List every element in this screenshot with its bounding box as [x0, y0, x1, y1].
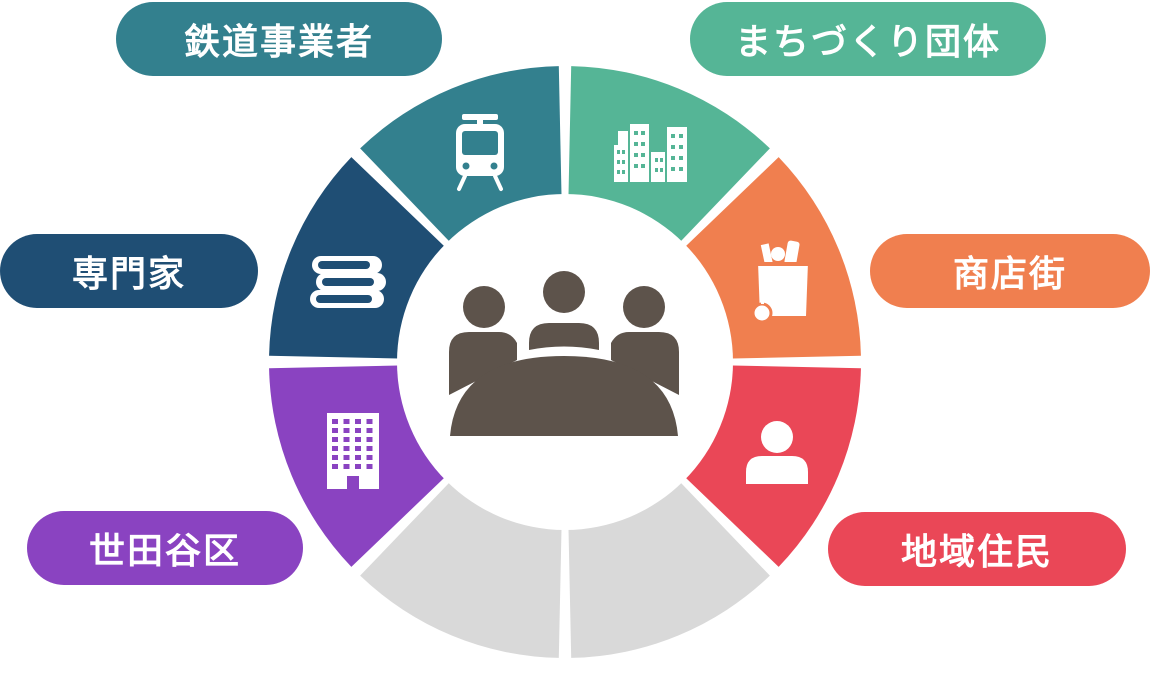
label-shopping-street-text: 商店街: [952, 254, 1067, 295]
office-window: [366, 446, 373, 451]
buildings-icon: [614, 124, 687, 182]
label-experts: 専門家: [0, 234, 258, 308]
label-railway-operators: 鉄道事業者: [116, 2, 442, 76]
office-window: [366, 455, 373, 460]
books-icon: [310, 256, 386, 308]
label-railway-operators-text: 鉄道事業者: [183, 22, 374, 63]
office-window: [355, 437, 361, 442]
office-window: [343, 437, 350, 442]
office-window: [343, 455, 350, 460]
office-window: [343, 446, 350, 451]
office-window: [332, 464, 338, 469]
office-window: [343, 419, 350, 424]
label-setagaya-ward-text: 世田谷区: [88, 531, 241, 572]
label-local-residents: 地域住民: [828, 512, 1126, 586]
office-window: [332, 419, 338, 424]
grocery-bag-icon: [751, 240, 808, 324]
office-window: [355, 455, 361, 460]
train-icon: [456, 114, 504, 191]
office-window: [332, 455, 338, 460]
label-local-residents-text: 地域住民: [900, 532, 1053, 573]
office-window: [355, 446, 361, 451]
office-window: [355, 419, 361, 424]
office-window: [366, 428, 373, 433]
office-window: [366, 464, 373, 469]
office-window: [332, 428, 338, 433]
label-experts-text: 専門家: [71, 254, 186, 295]
label-town-making-groups: まちづくり団体: [690, 2, 1046, 76]
office-window: [366, 437, 373, 442]
office-window: [343, 428, 350, 433]
office-window: [332, 437, 338, 442]
office-window: [343, 464, 350, 469]
label-setagaya-ward: 世田谷区: [27, 511, 303, 585]
office-building-icon: [327, 413, 379, 489]
office-window: [355, 428, 361, 433]
office-window: [355, 464, 361, 469]
meeting-group-icon: [449, 271, 679, 436]
label-shopping-street: 商店街: [870, 234, 1150, 308]
office-window: [332, 446, 338, 451]
office-window: [366, 419, 373, 424]
label-town-making-groups-text: まちづくり団体: [734, 22, 1001, 63]
person-icon: [746, 421, 808, 484]
